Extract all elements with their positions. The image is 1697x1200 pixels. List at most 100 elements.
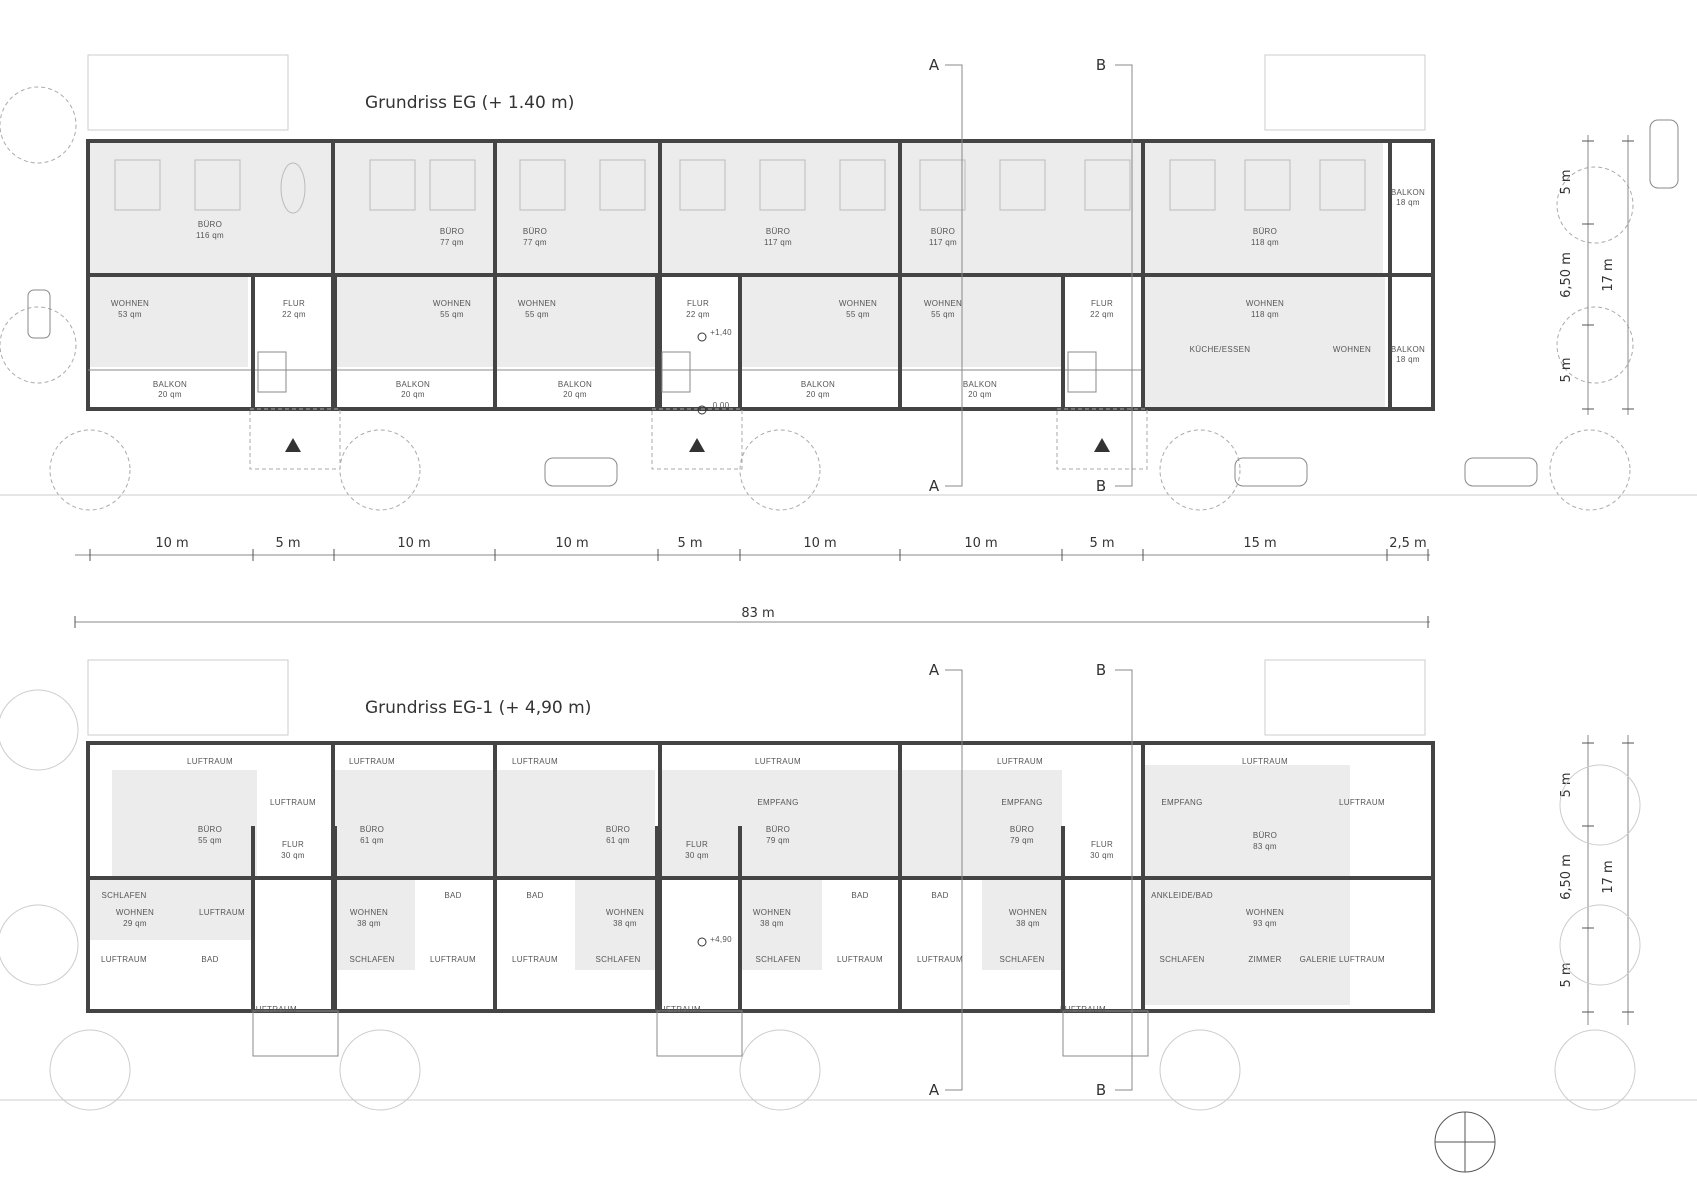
room-area: 117 qm bbox=[764, 238, 792, 247]
room-label: GALERIE bbox=[1300, 955, 1337, 964]
room-area: 18 qm bbox=[1396, 198, 1420, 207]
dimension-label: 6,50 m bbox=[1559, 252, 1574, 298]
dimension-label: 10 m bbox=[155, 536, 188, 551]
room-label: LUFTRAUM bbox=[270, 798, 316, 807]
room-area: 38 qm bbox=[357, 919, 381, 928]
wohnen-zone bbox=[1145, 277, 1385, 407]
level-value: +1,40 bbox=[710, 328, 732, 337]
room-label: ZIMMER bbox=[1248, 955, 1281, 964]
section-label-b: B bbox=[1096, 56, 1106, 74]
room-area: 20 qm bbox=[158, 390, 182, 399]
tree bbox=[1556, 166, 1634, 244]
room-label: LUFTRAUM bbox=[1339, 955, 1385, 964]
room-label: WOHNEN bbox=[753, 908, 791, 917]
room-area: 55 qm bbox=[931, 310, 955, 319]
room-label: EMPFANG bbox=[1161, 798, 1202, 807]
room-label: WOHNEN bbox=[1246, 299, 1284, 308]
buero-zone bbox=[903, 770, 1061, 880]
room-label: FLUR bbox=[282, 840, 304, 849]
room-area: 38 qm bbox=[1016, 919, 1040, 928]
room-label: SCHLAFEN bbox=[999, 955, 1044, 964]
room-label: BÜRO bbox=[440, 227, 464, 236]
room-area: 30 qm bbox=[685, 851, 709, 860]
plan-title: Grundriss EG (+ 1.40 m) bbox=[365, 93, 574, 113]
room-label: BAD bbox=[526, 891, 543, 900]
dimension-label: 17 m bbox=[1601, 258, 1616, 291]
room-label: FLUR bbox=[687, 299, 709, 308]
room-label: BALKON bbox=[153, 380, 187, 389]
room-area: 20 qm bbox=[401, 390, 425, 399]
room-label: LUFTRAUM bbox=[755, 757, 801, 766]
dimension-label: 5 m bbox=[275, 536, 300, 551]
room-label: LUFTRAUM bbox=[1242, 757, 1288, 766]
dimension-label: 15 m bbox=[1243, 536, 1276, 551]
entrance-canopy bbox=[252, 1010, 339, 1057]
neighbor-building-left bbox=[87, 659, 289, 736]
car-icon bbox=[1234, 457, 1308, 487]
plan-title: Grundriss EG-1 (+ 4,90 m) bbox=[365, 698, 591, 718]
room-label: FLUR bbox=[283, 299, 305, 308]
room-area: 22 qm bbox=[1090, 310, 1114, 319]
room-label: BAD bbox=[931, 891, 948, 900]
room-label: WOHNEN bbox=[350, 908, 388, 917]
dimension-label: 5 m bbox=[1089, 536, 1114, 551]
dimension-label: 5 m bbox=[1559, 962, 1574, 987]
tree bbox=[49, 429, 131, 511]
room-area: 117 qm bbox=[929, 238, 957, 247]
room-label: WOHNEN bbox=[839, 299, 877, 308]
dimension-label: 10 m bbox=[964, 536, 997, 551]
tree bbox=[1556, 306, 1634, 384]
room-label: EMPFANG bbox=[1001, 798, 1042, 807]
dimension-label: 5 m bbox=[1559, 169, 1574, 194]
room-label: LUFTRAUM bbox=[349, 757, 395, 766]
room-label: BÜRO bbox=[198, 825, 222, 834]
dimension-label: 5 m bbox=[677, 536, 702, 551]
dimension-label: 10 m bbox=[803, 536, 836, 551]
room-area: 20 qm bbox=[806, 390, 830, 399]
wohnen-zone bbox=[88, 277, 248, 367]
dimension-total: 83 m bbox=[741, 606, 774, 621]
tree bbox=[1559, 764, 1641, 846]
room-area: 55 qm bbox=[440, 310, 464, 319]
room-area: 116 qm bbox=[196, 231, 224, 240]
level-value: +4,90 bbox=[710, 935, 732, 944]
section-label-a: A bbox=[929, 477, 940, 495]
dimension-label: 10 m bbox=[397, 536, 430, 551]
room-label: BALKON bbox=[801, 380, 835, 389]
section-label-b: B bbox=[1096, 661, 1106, 679]
room-area: 93 qm bbox=[1253, 919, 1277, 928]
room-area: 79 qm bbox=[766, 836, 790, 845]
wohnen-zone bbox=[575, 880, 655, 970]
tree bbox=[1554, 1029, 1636, 1111]
stair-icon bbox=[661, 351, 691, 393]
section-label-b: B bbox=[1096, 1081, 1106, 1099]
room-label: WOHNEN bbox=[606, 908, 644, 917]
car-icon bbox=[1464, 457, 1538, 487]
tree bbox=[739, 429, 821, 511]
tree bbox=[1549, 429, 1631, 511]
room-label: BÜRO bbox=[606, 825, 630, 834]
section-line-b bbox=[1115, 669, 1133, 1091]
tree bbox=[0, 904, 79, 986]
level-marker-icon bbox=[697, 332, 707, 342]
tree bbox=[339, 429, 421, 511]
tree bbox=[1159, 429, 1241, 511]
stair-icon bbox=[257, 351, 287, 393]
room-label: WOHNEN bbox=[111, 299, 149, 308]
section-label-a: A bbox=[929, 1081, 940, 1099]
room-label: LUFTRAUM bbox=[512, 955, 558, 964]
tree bbox=[739, 1029, 821, 1111]
room-label: LUFTRAUM bbox=[997, 757, 1043, 766]
room-label: WOHNEN bbox=[1246, 908, 1284, 917]
room-label: ANKLEIDE/BAD bbox=[1151, 891, 1213, 900]
room-area: 20 qm bbox=[563, 390, 587, 399]
wohnen-zone bbox=[742, 880, 822, 970]
wohnen-zone bbox=[1145, 765, 1350, 1005]
room-label: LUFTRAUM bbox=[837, 955, 883, 964]
room-label: SCHLAFEN bbox=[755, 955, 800, 964]
car-icon bbox=[27, 289, 51, 339]
wohnen-zone bbox=[982, 880, 1062, 970]
room-area: 77 qm bbox=[523, 238, 547, 247]
room-label: FLUR bbox=[1091, 299, 1113, 308]
dimension-chain: 10 m 5 m 10 m 10 m 5 m 10 m 10 m 5 m 15 … bbox=[74, 135, 1634, 1025]
